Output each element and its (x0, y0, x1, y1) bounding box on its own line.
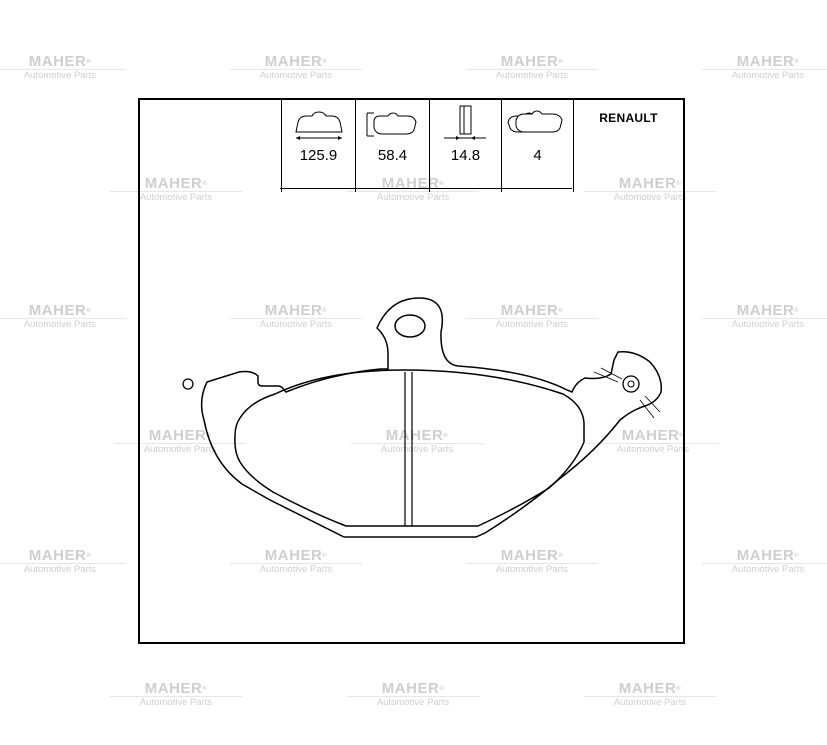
watermark: MAHER®Automotive Parts (702, 302, 827, 330)
watermark: MAHER®Automotive Parts (347, 175, 479, 203)
watermark-tagline: Automotive Parts (616, 444, 690, 455)
watermark: MAHER®Automotive Parts (110, 175, 242, 203)
watermark-brand: MAHER® (264, 302, 328, 319)
watermark-tagline: Automotive Parts (23, 70, 97, 81)
watermark-brand: MAHER® (381, 175, 445, 192)
spec-height: 58.4 (355, 100, 429, 192)
center-slot (404, 372, 413, 526)
watermark-brand: MAHER® (28, 547, 92, 564)
watermark: MAHER®Automotive Parts (230, 547, 362, 575)
watermark-brand: MAHER® (28, 53, 92, 70)
spec-make: RENAULT (573, 100, 683, 192)
wear-sensor-pin (627, 380, 635, 388)
watermark-brand: MAHER® (500, 547, 564, 564)
watermark: MAHER®Automotive Parts (584, 680, 716, 708)
friction-material-outline (234, 369, 585, 527)
watermark-tagline: Automotive Parts (376, 192, 450, 203)
watermark-brand: MAHER® (144, 680, 208, 697)
spec-thickness: 14.8 (429, 100, 501, 192)
pad-set-icon (507, 110, 563, 133)
mounting-hole-top (394, 314, 426, 338)
watermark-brand: MAHER® (618, 680, 682, 697)
watermark-tagline: Automotive Parts (495, 319, 569, 330)
watermark-brand: MAHER® (736, 53, 800, 70)
spec-width-value: 125.9 (299, 147, 338, 164)
watermark: MAHER®Automotive Parts (466, 547, 598, 575)
watermark-tagline: Automotive Parts (259, 564, 333, 575)
watermark: MAHER®Automotive Parts (466, 53, 598, 81)
watermark: MAHER®Automotive Parts (110, 680, 242, 708)
pad-height-icon (366, 112, 417, 137)
wear-sensor-lines (593, 367, 661, 419)
watermark-tagline: Automotive Parts (23, 564, 97, 575)
watermark: MAHER®Automotive Parts (702, 547, 827, 575)
watermark-tagline: Automotive Parts (731, 70, 805, 81)
watermark: MAHER®Automotive Parts (584, 175, 716, 203)
watermark-tagline: Automotive Parts (139, 697, 213, 708)
spec-thickness-value: 14.8 (450, 147, 481, 164)
watermark-tagline: Automotive Parts (143, 444, 217, 455)
watermark: MAHER®Automotive Parts (0, 302, 126, 330)
watermark: MAHER®Automotive Parts (466, 302, 598, 330)
watermark-tagline: Automotive Parts (495, 70, 569, 81)
watermark-brand: MAHER® (736, 547, 800, 564)
watermark-tagline: Automotive Parts (376, 697, 450, 708)
watermark: MAHER®Automotive Parts (230, 53, 362, 81)
watermark: MAHER®Automotive Parts (347, 680, 479, 708)
brake-pad-drawing (182, 297, 663, 538)
watermark-brand: MAHER® (500, 302, 564, 319)
spec-pad-count-value: 4 (533, 147, 542, 164)
watermark-brand: MAHER® (736, 302, 800, 319)
watermark: MAHER®Automotive Parts (351, 427, 483, 455)
spec-height-value: 58.4 (377, 147, 408, 164)
watermark-brand: MAHER® (500, 53, 564, 70)
watermark: MAHER®Automotive Parts (587, 427, 719, 455)
pad-thickness-icon (444, 105, 486, 140)
watermark-tagline: Automotive Parts (259, 319, 333, 330)
product-drawing-frame: 125.9 58.4 14.8 4 RENAULT (138, 98, 685, 644)
backing-plate-outline (200, 297, 663, 538)
watermark: MAHER®Automotive Parts (0, 53, 126, 81)
watermark-tagline: Automotive Parts (613, 697, 687, 708)
watermark-tagline: Automotive Parts (731, 564, 805, 575)
spec-width: 125.9 (281, 100, 355, 192)
watermark: MAHER®Automotive Parts (230, 302, 362, 330)
watermark-brand: MAHER® (28, 302, 92, 319)
watermark-tagline: Automotive Parts (495, 564, 569, 575)
watermark-brand: MAHER® (618, 175, 682, 192)
watermark-tagline: Automotive Parts (613, 192, 687, 203)
spec-table-bottom-rule (280, 188, 572, 189)
watermark-tagline: Automotive Parts (731, 319, 805, 330)
watermark-brand: MAHER® (264, 547, 328, 564)
vehicle-make: RENAULT (599, 111, 658, 125)
watermark: MAHER®Automotive Parts (702, 53, 827, 81)
mounting-hole-right (622, 375, 640, 393)
watermark-brand: MAHER® (621, 427, 685, 444)
pad-width-icon (295, 111, 343, 140)
watermark-tagline: Automotive Parts (259, 70, 333, 81)
watermark-tagline: Automotive Parts (380, 444, 454, 455)
watermark-tagline: Automotive Parts (23, 319, 97, 330)
mounting-hole-left (182, 378, 194, 390)
watermark-brand: MAHER® (144, 175, 208, 192)
watermark-brand: MAHER® (385, 427, 449, 444)
watermark-brand: MAHER® (264, 53, 328, 70)
watermark: MAHER®Automotive Parts (0, 547, 126, 575)
spec-pad-count: 4 (501, 100, 573, 192)
watermark-tagline: Automotive Parts (139, 192, 213, 203)
watermark-brand: MAHER® (381, 680, 445, 697)
